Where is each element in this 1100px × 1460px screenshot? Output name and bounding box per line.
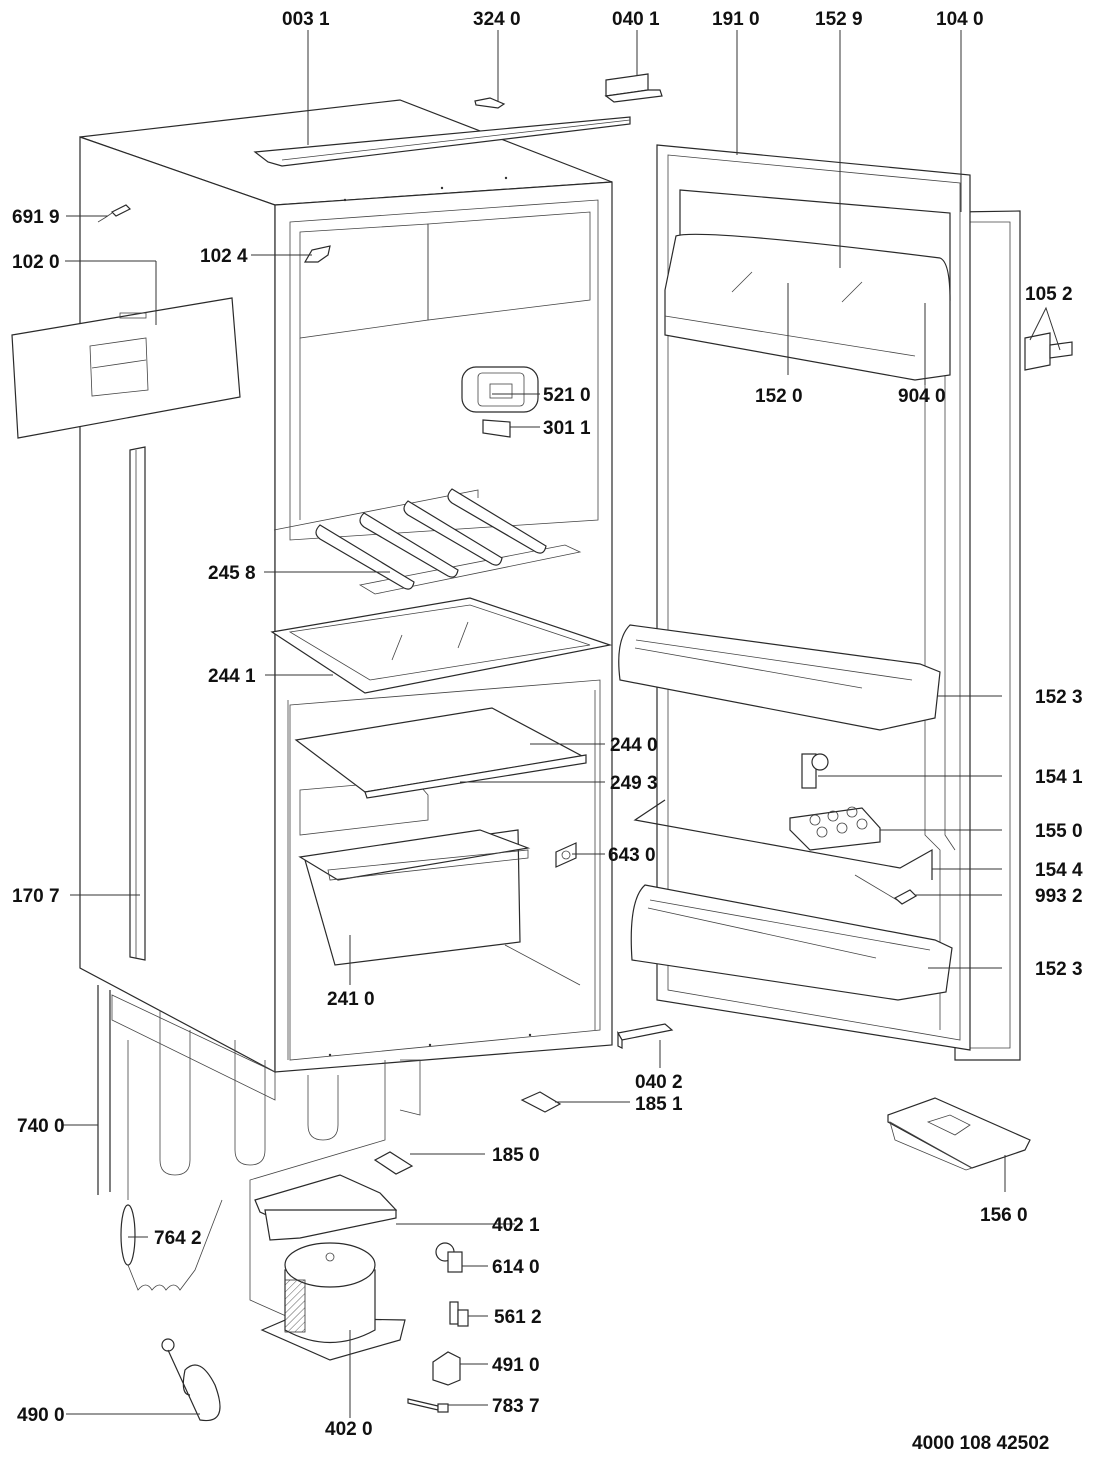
part-power-cord: [161, 1338, 221, 1422]
label-490-0: 490 0: [17, 1405, 65, 1426]
label-249-3: 249 3: [610, 773, 658, 794]
label-301-1: 301 1: [543, 418, 591, 439]
part-clip-1024: [303, 245, 331, 263]
label-102-4: 102 4: [200, 246, 248, 267]
part-hinge-right: [1024, 332, 1073, 371]
part-clip-324: [474, 97, 506, 109]
part-freezer-flap: [11, 297, 241, 439]
label-904-0: 904 0: [898, 386, 946, 407]
label-783-7: 783 7: [492, 1396, 540, 1417]
part-compressor: [260, 1242, 406, 1361]
label-155-0: 155 0: [1035, 821, 1083, 842]
label-152-9: 152 9: [815, 9, 863, 30]
part-sensor-691: [97, 204, 132, 223]
part-lamp-cover: [555, 842, 577, 868]
label-740-0: 740 0: [17, 1116, 65, 1137]
label-402-0: 402 0: [325, 1419, 373, 1440]
leader-lines: [62, 30, 1061, 1418]
part-compressor-bracket: [254, 1174, 398, 1241]
label-402-1: 402 1: [492, 1215, 540, 1236]
label-244-1: 244 1: [208, 666, 256, 687]
label-003-1: 003 1: [282, 9, 330, 30]
label-104-0: 104 0: [936, 9, 984, 30]
label-156-0: 156 0: [980, 1205, 1028, 1226]
part-sensor-cable: [854, 874, 917, 905]
label-245-8: 245 8: [208, 563, 256, 584]
part-label-plate: [482, 419, 511, 438]
part-egg-tray: [789, 806, 881, 851]
part-door-clip: [801, 753, 829, 789]
part-crisper-cover-shelf: [294, 707, 587, 799]
part-crisper-drawer: [298, 829, 531, 966]
label-614-0: 614 0: [492, 1257, 540, 1278]
label-152-0: 152 0: [755, 386, 803, 407]
label-185-0: 185 0: [492, 1145, 540, 1166]
label-152-3-upper: 152 3: [1035, 687, 1083, 708]
label-643-0: 643 0: [608, 845, 656, 866]
label-521-0: 521 0: [543, 385, 591, 406]
part-ice-tray: [887, 1097, 1031, 1171]
label-764-2: 764 2: [154, 1228, 202, 1249]
part-door-shelf-upper: [618, 624, 941, 731]
label-040-1: 040 1: [612, 9, 660, 30]
part-condenser: [97, 985, 421, 1321]
part-door-shelf-lower: [630, 884, 953, 1001]
label-154-1: 154 1: [1035, 767, 1083, 788]
label-324-0: 324 0: [473, 9, 521, 30]
label-040-2: 040 2: [635, 1072, 683, 1093]
label-152-3-lower: 152 3: [1035, 959, 1083, 980]
label-154-4: 154 4: [1035, 860, 1083, 881]
part-thermostat: [461, 366, 539, 413]
part-top-rail: [253, 116, 631, 167]
label-491-0: 491 0: [492, 1355, 540, 1376]
label-105-2: 105 2: [1025, 284, 1073, 305]
part-evaporator: [273, 488, 582, 595]
label-691-9: 691 9: [12, 207, 60, 228]
part-connector: [449, 1301, 469, 1327]
part-wire-bar: [633, 799, 933, 880]
part-dairy-compartment: [664, 189, 951, 381]
part-185-1: [520, 1091, 562, 1113]
label-993-2: 993 2: [1035, 886, 1083, 907]
label-185-1: 185 1: [635, 1094, 683, 1115]
part-relay: [435, 1242, 463, 1273]
part-bracket-top: [604, 73, 663, 103]
part-labels: 003 1 324 0 040 1 191 0 152 9 104 0 691 …: [12, 9, 1083, 1454]
part-185-0: [373, 1151, 414, 1175]
part-pin: [407, 1398, 449, 1413]
label-561-2: 561 2: [494, 1307, 542, 1328]
label-191-0: 191 0: [712, 9, 760, 30]
part-filter-drier: [120, 1040, 223, 1291]
label-102-0: 102 0: [12, 252, 60, 273]
label-170-7: 170 7: [12, 886, 60, 907]
part-glass-shelf: [270, 597, 613, 694]
label-241-0: 241 0: [327, 989, 375, 1010]
document-number: 4000 108 42502: [912, 1433, 1049, 1454]
label-244-0: 244 0: [610, 735, 658, 756]
part-bracket-bottom: [617, 1023, 674, 1049]
part-cover: [432, 1351, 461, 1386]
